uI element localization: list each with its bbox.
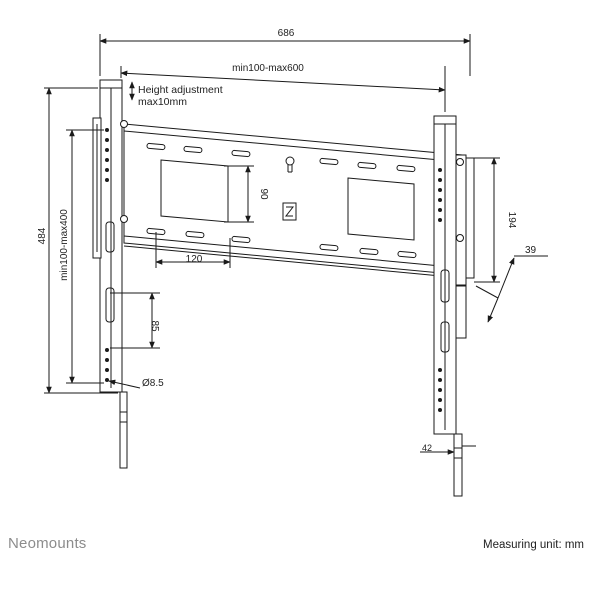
dim-vesa-width: min100-max600 [232, 63, 304, 74]
dim-vesa-height: min100-max400 [59, 209, 70, 281]
dim-bar-width: 42 [422, 443, 432, 453]
top-slots [146, 142, 416, 173]
dim-height-adjust-1: Height adjustment [138, 84, 223, 96]
dim-bracket-depth: 194 [506, 212, 517, 229]
measuring-unit: Measuring unit: mm [483, 539, 584, 551]
left-bracket [92, 79, 128, 469]
center-logo [282, 202, 297, 221]
dim-slot-spacing-v: 90 [258, 188, 269, 200]
dim-wall-distance: 39 [525, 245, 537, 256]
dim-hole-pitch: 85 [149, 320, 160, 332]
dim-overall-width: 686 [278, 28, 295, 39]
dim-height-adjust-2: max10mm [138, 96, 187, 108]
dim-slot-spacing-h: 120 [186, 254, 203, 265]
brand-logo: Neomounts [8, 535, 87, 552]
keyhole [285, 156, 295, 173]
wall-plate [123, 123, 463, 279]
dim-overall-height: 484 [37, 227, 48, 244]
right-bracket [433, 115, 475, 497]
dim-hole-diameter: Ø8.5 [142, 378, 164, 389]
